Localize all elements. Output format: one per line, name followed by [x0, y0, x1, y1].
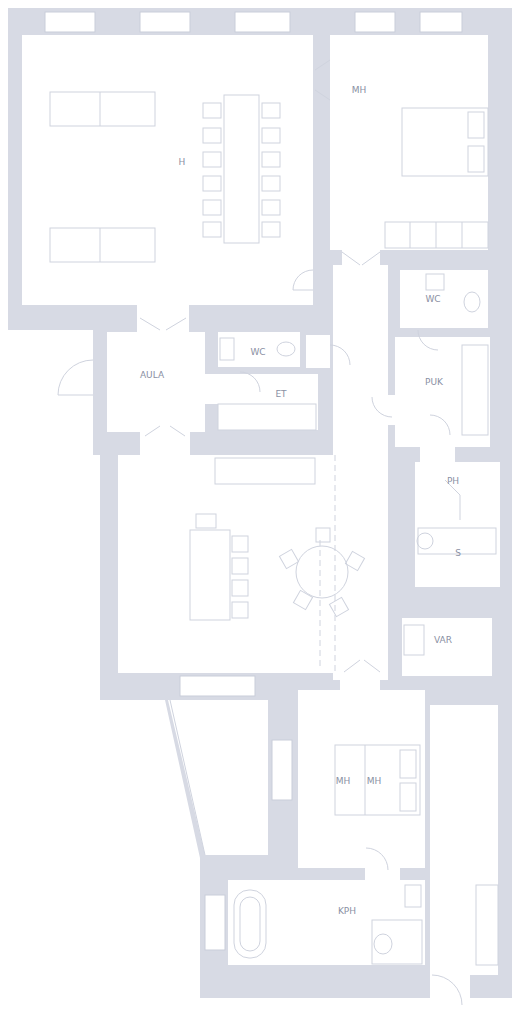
room-label: ET — [275, 389, 286, 400]
room-label: MH — [367, 776, 382, 787]
room-label: H — [179, 157, 186, 168]
room-label: PUK — [425, 377, 443, 388]
room-label: PH — [447, 476, 459, 487]
room-label: KPH — [338, 906, 356, 917]
room-label: AULA — [140, 370, 164, 381]
room-label: S — [455, 548, 461, 559]
room-label: WC — [250, 347, 265, 358]
room-label: MH — [336, 776, 351, 787]
room-label: MH — [352, 85, 367, 96]
room-label: VAR — [434, 635, 452, 646]
room-label: WC — [425, 294, 440, 305]
